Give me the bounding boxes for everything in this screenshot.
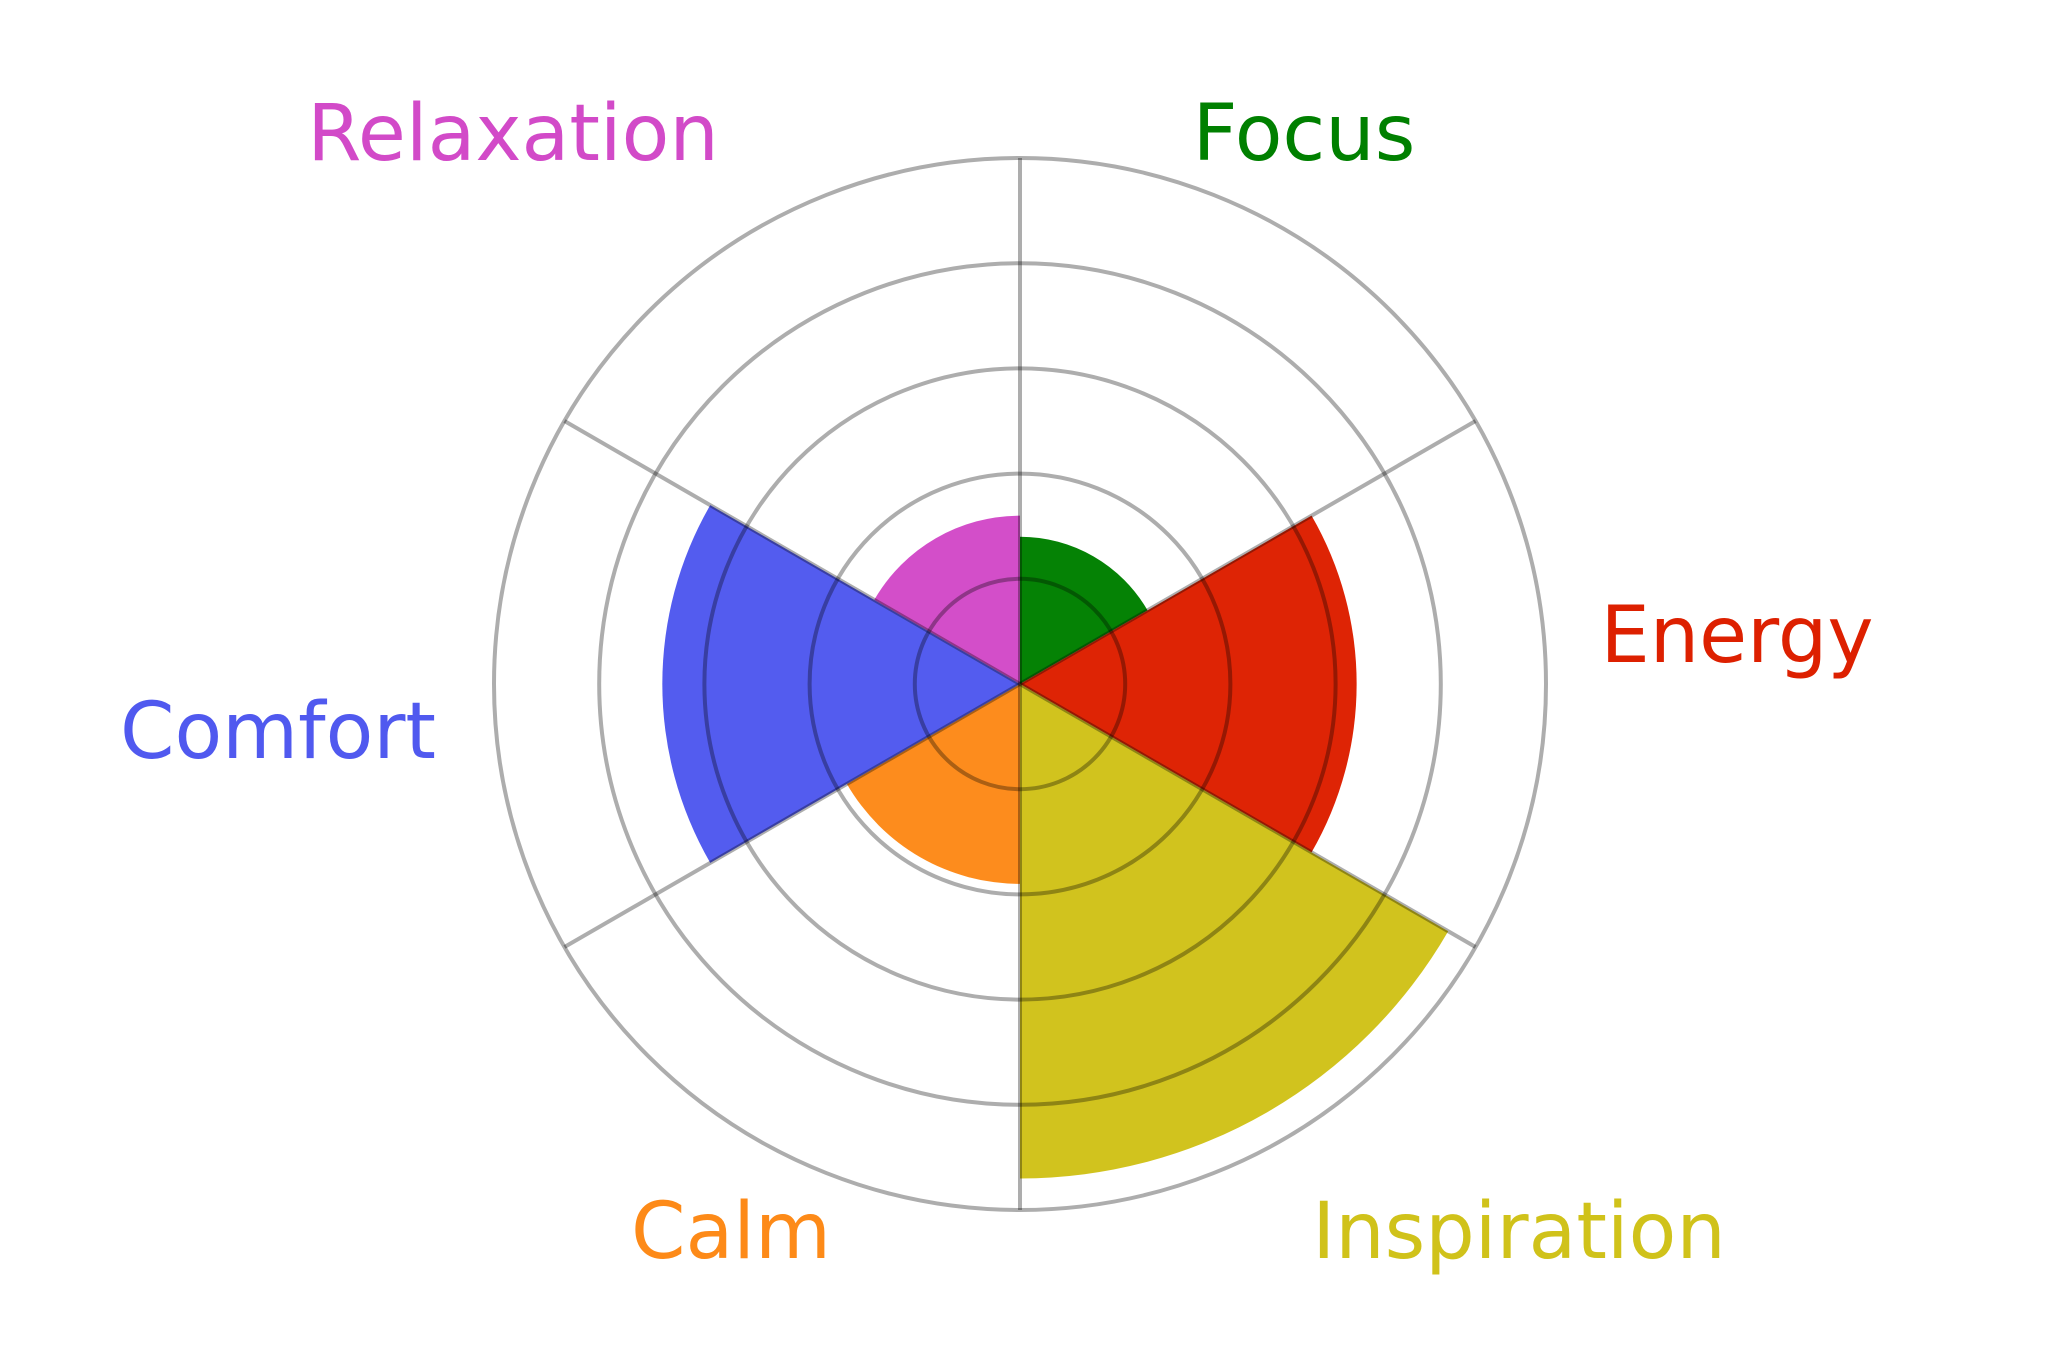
sector-comfort [662,505,1020,863]
grid-ring [702,366,1338,1002]
category-label-focus: Focus [1193,89,1416,179]
sector-energy [1020,515,1357,853]
category-label-comfort: Comfort [120,687,436,777]
grid-spoke [563,682,1022,949]
category-label-inspiration: Inspiration [1312,1187,1726,1277]
grid-spoke [1019,682,1477,949]
category-label-relaxation: Relaxation [307,89,719,179]
grid-ring [597,261,1443,1107]
sector-calm [846,684,1020,884]
category-label-calm: Calm [631,1187,831,1277]
category-label-energy: Energy [1600,591,1873,681]
sector-inspiration [1020,684,1449,1179]
sector-focus [1020,536,1148,684]
grid-ring [807,471,1233,897]
grid-ring [492,156,1548,1212]
grid-spoke [1019,419,1477,686]
grid-ring [912,576,1128,792]
sector-relaxation [874,515,1020,684]
grid-spoke [563,419,1022,686]
